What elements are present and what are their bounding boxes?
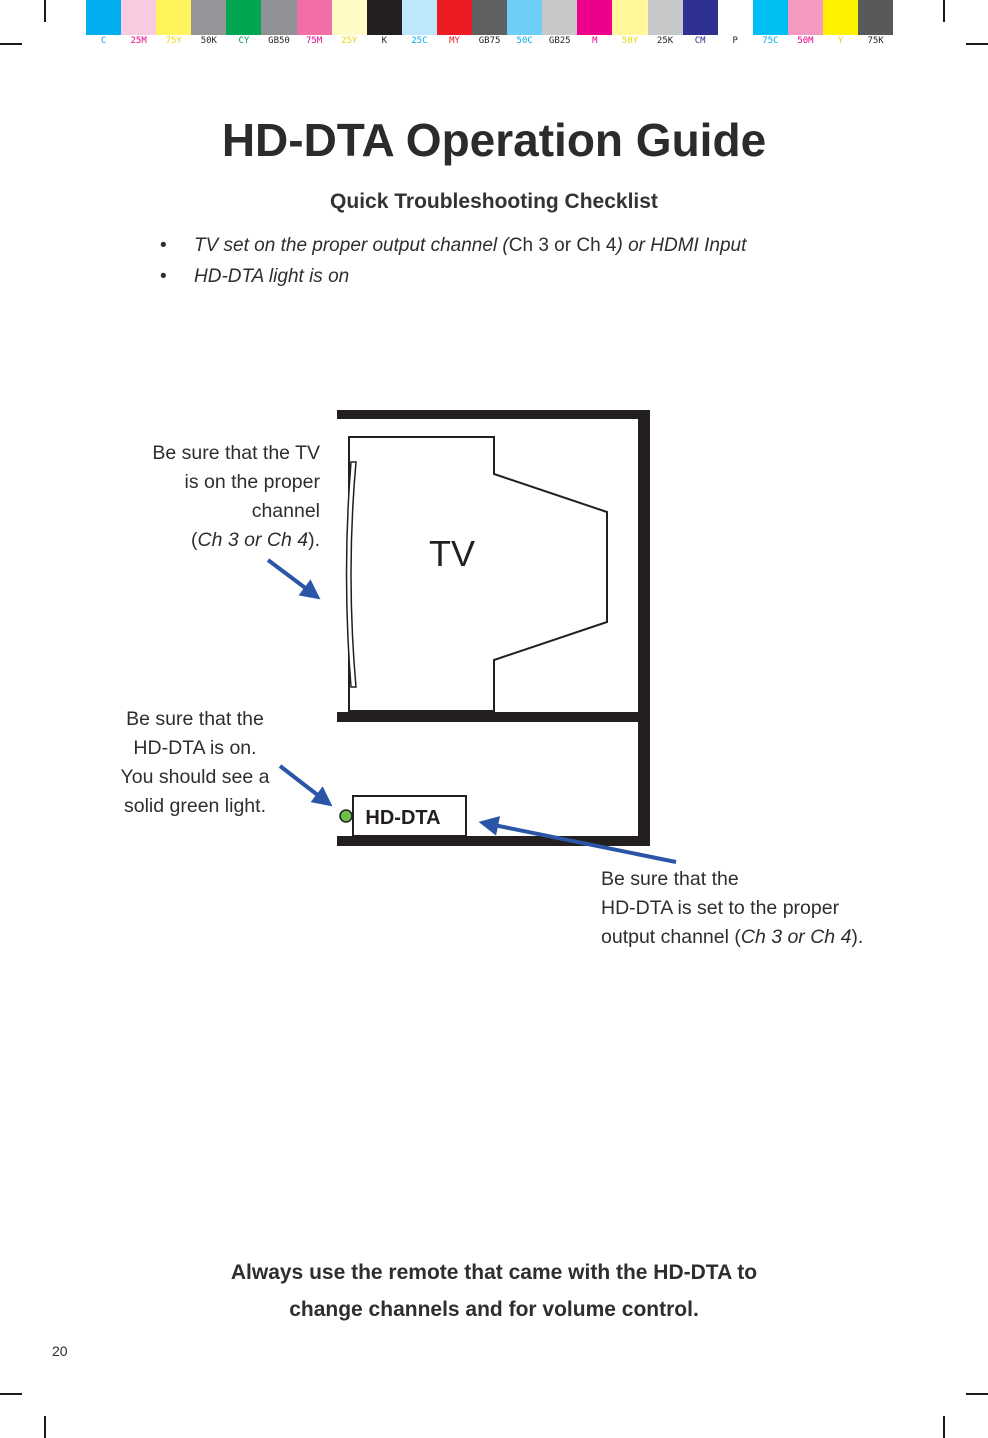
bullet-icon: • — [160, 235, 167, 256]
color-swatch-label: 50C — [516, 36, 533, 46]
page-title: HD-DTA Operation Guide — [221, 114, 767, 166]
color-swatch-label: 25K — [656, 36, 674, 46]
color-swatch — [647, 0, 683, 35]
color-swatch — [156, 0, 192, 35]
tv-label: TV — [429, 533, 475, 574]
color-swatch-label: 75Y — [165, 36, 182, 46]
color-swatch — [436, 0, 473, 35]
arrow-to-light — [278, 764, 333, 807]
color-swatch-label: GB50 — [268, 36, 290, 46]
color-swatch-label: MY — [449, 36, 460, 46]
color-swatch-label: C — [100, 36, 107, 46]
hd-dta-label: HD-DTA — [365, 807, 440, 829]
callout-hd-dta-on: Be sure that the HD-DTA is on. You shoul… — [120, 708, 270, 817]
cabinet-right-side — [638, 410, 650, 846]
color-swatch-label: Y — [837, 36, 844, 46]
color-swatch — [121, 0, 157, 35]
crop-mark-top-left-v — [44, 0, 46, 22]
color-swatch-label: CM — [694, 36, 706, 46]
checklist-item-channel: Ch 3 or Ch 4 — [508, 235, 617, 256]
color-swatch-label: GB75 — [478, 36, 501, 46]
cabinet-top — [337, 410, 650, 419]
color-swatch — [507, 0, 543, 35]
color-swatch — [191, 0, 227, 35]
checklist-item-text-post: ) or HDMI Input — [616, 235, 747, 256]
crop-mark-top-right-v — [943, 0, 945, 22]
color-swatch — [752, 0, 788, 35]
color-swatch-label: 75K — [867, 36, 884, 46]
color-swatch — [822, 0, 859, 35]
color-swatch — [331, 0, 367, 35]
crop-mark-top-left-h — [0, 43, 22, 45]
color-swatch-label: P — [732, 36, 738, 46]
color-swatch — [86, 0, 122, 35]
callout-hd-dta-channel: Be sure that the HD-DTA is set to the pr… — [601, 868, 864, 948]
tv-icon — [345, 436, 608, 712]
bullet-icon: • — [160, 266, 167, 287]
color-swatch — [612, 0, 648, 35]
color-swatch — [542, 0, 578, 35]
crop-mark-bottom-right-v — [943, 1416, 945, 1438]
color-swatch-label: CY — [238, 36, 250, 46]
color-swatch-label: K — [381, 36, 387, 46]
color-swatch — [577, 0, 613, 35]
color-swatch — [226, 0, 262, 35]
checklist-item-text: HD-DTA light is on — [194, 266, 350, 287]
color-swatch-label: 50Y — [621, 36, 639, 46]
color-swatch — [717, 0, 753, 35]
arrow-to-tv — [266, 558, 321, 600]
power-light-indicator — [339, 809, 353, 823]
troubleshooting-checklist: • TV set on the proper output channel (C… — [160, 230, 746, 292]
callout-tv-channel: Be sure that the TV is on the proper cha… — [152, 442, 320, 551]
color-swatch — [472, 0, 508, 35]
color-swatch-label: M — [592, 36, 598, 46]
color-swatch — [682, 0, 718, 35]
remote-usage-note: Always use the remote that came with the… — [230, 1261, 758, 1321]
cabinet-bottom — [337, 836, 650, 846]
checklist-heading: Quick Troubleshooting Checklist — [330, 190, 658, 213]
color-swatch-label: 25Y — [341, 36, 358, 46]
color-swatch-label: 75C — [762, 36, 779, 46]
checklist-item-tv-channel: • TV set on the proper output channel (C… — [160, 230, 746, 261]
hd-dta-box — [352, 795, 467, 837]
arrow-to-hd-dta — [478, 816, 677, 864]
channel-value: Ch 3 or Ch 4 — [740, 926, 852, 948]
color-swatch-label: 25M — [130, 36, 147, 46]
page-number: 20 — [52, 1343, 68, 1359]
color-swatch — [296, 0, 332, 35]
color-swatch-label: 50M — [797, 36, 814, 46]
channel-value: Ch 3 or Ch 4 — [197, 529, 309, 551]
color-swatch-label: 25C — [411, 36, 428, 46]
color-swatch — [401, 0, 437, 35]
color-swatch — [787, 0, 823, 35]
color-swatch — [261, 0, 297, 35]
crop-mark-bottom-right-h — [966, 1393, 988, 1395]
crop-mark-top-right-h — [966, 43, 988, 45]
color-swatch-label: 50K — [200, 36, 217, 46]
color-swatch — [858, 0, 894, 35]
crop-mark-bottom-left-v — [44, 1416, 46, 1438]
checklist-item-text-pre: TV set on the proper output channel ( — [194, 235, 509, 256]
tv-hd-dta-diagram: TV HD-DTA — [266, 410, 677, 864]
printer-color-bar — [86, 0, 894, 35]
color-swatch-label: GB25 — [548, 36, 571, 46]
checklist-item-light: • HD-DTA light is on — [160, 261, 746, 292]
cabinet-shelf — [337, 712, 650, 722]
color-swatch-label: 75M — [305, 36, 323, 46]
crop-mark-bottom-left-h — [0, 1393, 22, 1395]
color-swatch — [366, 0, 402, 35]
